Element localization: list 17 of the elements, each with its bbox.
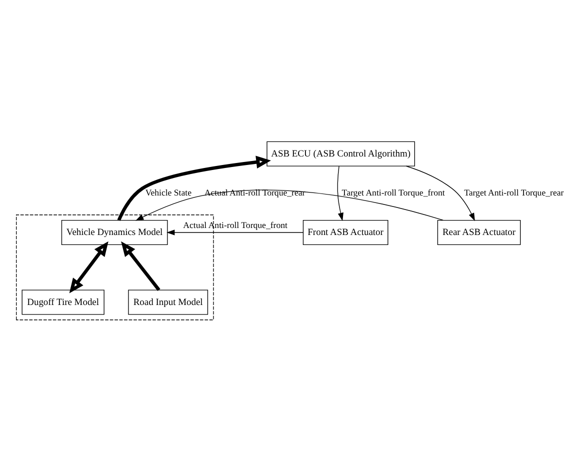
edge-label: Vehicle State: [145, 186, 192, 197]
arrow: [121, 240, 160, 290]
arrow: [117, 155, 271, 220]
arrow: [69, 240, 108, 293]
arrow: [136, 189, 444, 220]
node-box: Dugoff Tire Model: [22, 289, 104, 314]
node-box: Vehicle Dynamics Model: [61, 219, 168, 245]
arrow: [406, 165, 475, 221]
edge-label: Actual Anti-roll Torque_front: [183, 220, 288, 230]
edge-label: Target Anti-roll Torque_front: [342, 186, 445, 197]
node-box: ASB ECU (ASB Control Algorithm): [266, 140, 415, 166]
node-box: Rear ASB Actuator: [437, 219, 521, 245]
arrow: [166, 229, 304, 235]
arrow: [337, 165, 344, 220]
node-box: Front ASB Actuator: [302, 219, 388, 245]
node-box: Road Input Model: [128, 289, 208, 314]
edge-label: Target Anti-roll Torque_rear: [464, 186, 564, 197]
